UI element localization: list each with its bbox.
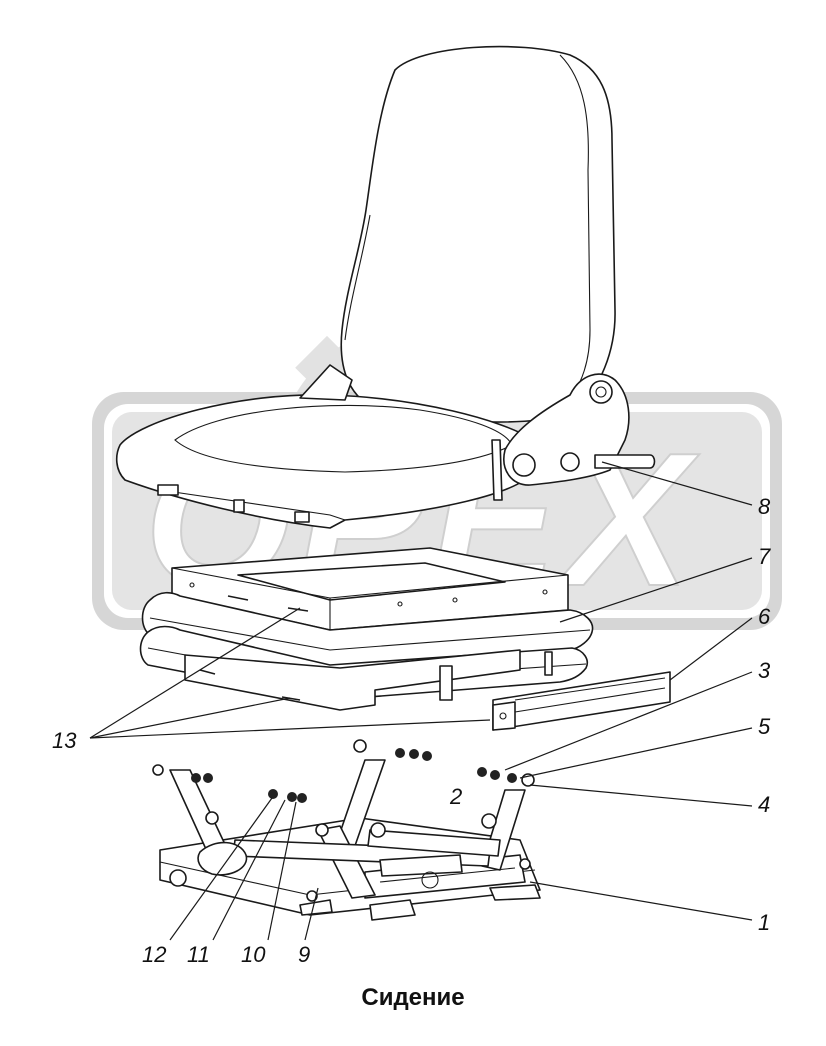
callout-10: 10	[241, 942, 266, 967]
fasteners	[152, 595, 535, 838]
backrest	[340, 45, 616, 423]
callout-7: 7	[758, 544, 771, 569]
callout-12: 12	[142, 942, 166, 967]
leader-lines	[89, 461, 753, 941]
callout-5: 5	[758, 714, 771, 739]
slide-rail	[492, 671, 671, 731]
bellows-bottom-frame	[184, 649, 553, 711]
callout-6: 6	[758, 604, 771, 629]
callout-2: 2	[449, 784, 462, 809]
callout-1: 1	[758, 910, 770, 935]
suspension-base	[159, 759, 541, 921]
callout-8: 8	[758, 494, 771, 519]
callout-3: 3	[758, 658, 771, 683]
callout-11: 11	[187, 942, 210, 967]
callout-4: 4	[758, 792, 770, 817]
seat-cushion	[115, 364, 536, 529]
callout-labels: 8 7 6 3 5 4 1 2 13 12 11 10 9	[52, 494, 771, 967]
callout-13: 13	[52, 728, 77, 753]
recliner-mechanism	[503, 373, 656, 486]
figure-caption: Сидение	[361, 984, 465, 1011]
callout-9: 9	[298, 942, 310, 967]
